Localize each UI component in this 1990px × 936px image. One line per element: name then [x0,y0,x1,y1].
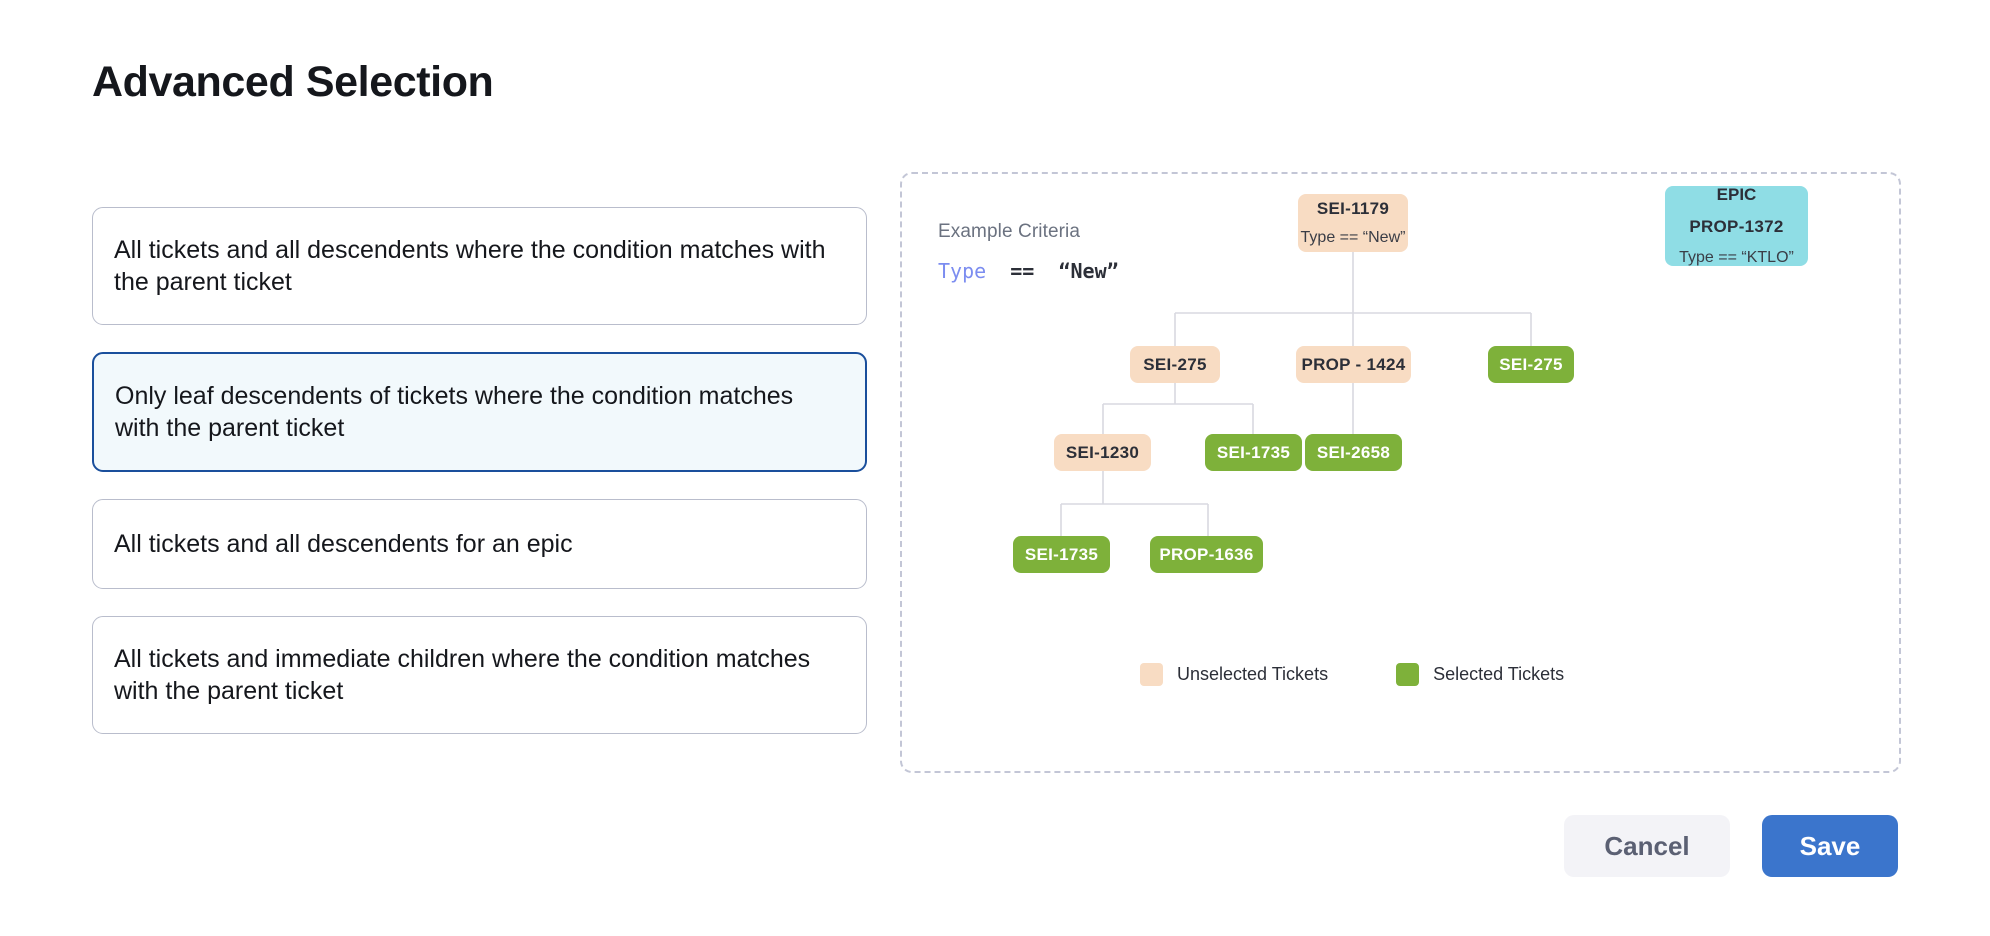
tree-node-sei-275-selected[interactable]: SEI-275 [1488,346,1574,383]
node-code: SEI-275 [1499,354,1563,374]
node-code: PROP - 1424 [1301,354,1406,374]
example-criteria-expression: Type == “New” [938,259,1119,283]
example-criteria: Example Criteria Type == “New” [938,221,1119,283]
tree-node-sei-1179[interactable]: SEI-1179 Type == “New” [1298,194,1408,252]
node-code: SEI-1735 [1024,544,1099,564]
node-code: SEI-275 [1143,354,1207,374]
preview-panel: Example Criteria Type == “New” [900,172,1901,773]
legend-label: Selected Tickets [1433,664,1565,684]
node-code: SEI-1179 [1316,199,1390,218]
tree-node-prop-1636[interactable]: PROP-1636 [1150,536,1263,573]
legend-item-selected: Selected Tickets [1396,663,1564,686]
node-code: PROP-1372 [1689,217,1784,236]
tree-connectors [1060,252,1532,536]
tree-node-sei-1735-level3[interactable]: SEI-1735 [1205,434,1302,471]
dialog-footer: Cancel Save [1564,815,1898,877]
option-label: Only leaf descendents of tickets where t… [115,382,794,442]
tree-legend: Unselected Tickets Selected Tickets [1140,663,1564,686]
option-label: All tickets and all descendents where th… [114,236,826,296]
option-label: All tickets and all descendents for an e… [114,530,573,558]
legend-swatch-selected-icon [1396,663,1420,686]
node-code: SEI-1230 [1065,442,1140,462]
option-all-descendents-condition[interactable]: All tickets and all descendents where th… [92,207,867,325]
ticket-hierarchy-tree: SEI-1179 Type == “New” EPIC PROP-1372 Ty… [902,174,1903,775]
criteria-field: Type [938,259,987,283]
criteria-operator: == [1010,259,1035,283]
save-button[interactable]: Save [1762,815,1898,877]
tree-node-sei-275-unselected[interactable]: SEI-275 [1130,346,1220,383]
node-code: SEI-1735 [1216,442,1291,462]
option-label: All tickets and immediate children where… [114,645,811,705]
tree-node-sei-2658[interactable]: SEI-2658 [1305,434,1402,471]
option-immediate-children-condition[interactable]: All tickets and immediate children where… [92,616,867,734]
tree-node-sei-1735-level4[interactable]: SEI-1735 [1013,536,1110,573]
selection-options-list: All tickets and all descendents where th… [92,207,867,734]
tree-node-sei-1230[interactable]: SEI-1230 [1054,434,1151,471]
legend-item-unselected: Unselected Tickets [1140,663,1328,686]
node-code: PROP-1636 [1159,544,1254,564]
node-code: SEI-2658 [1316,442,1391,462]
option-all-descendents-epic[interactable]: All tickets and all descendents for an e… [92,499,867,589]
tree-node-epic-prop-1372[interactable]: EPIC PROP-1372 Type == “KTLO” [1665,185,1808,266]
legend-label: Unselected Tickets [1177,664,1329,684]
option-leaf-descendents-condition[interactable]: Only leaf descendents of tickets where t… [92,352,867,472]
legend-swatch-unselected-icon [1140,663,1163,686]
example-criteria-label: Example Criteria [938,221,1081,242]
page-title: Advanced Selection [92,58,494,106]
node-kind: EPIC [1716,185,1757,204]
cancel-button[interactable]: Cancel [1564,815,1730,877]
criteria-value: “New” [1058,259,1119,283]
node-meta: Type == “KTLO” [1679,249,1794,266]
node-meta: Type == “New” [1300,229,1406,246]
tree-node-prop-1424[interactable]: PROP - 1424 [1296,346,1411,383]
